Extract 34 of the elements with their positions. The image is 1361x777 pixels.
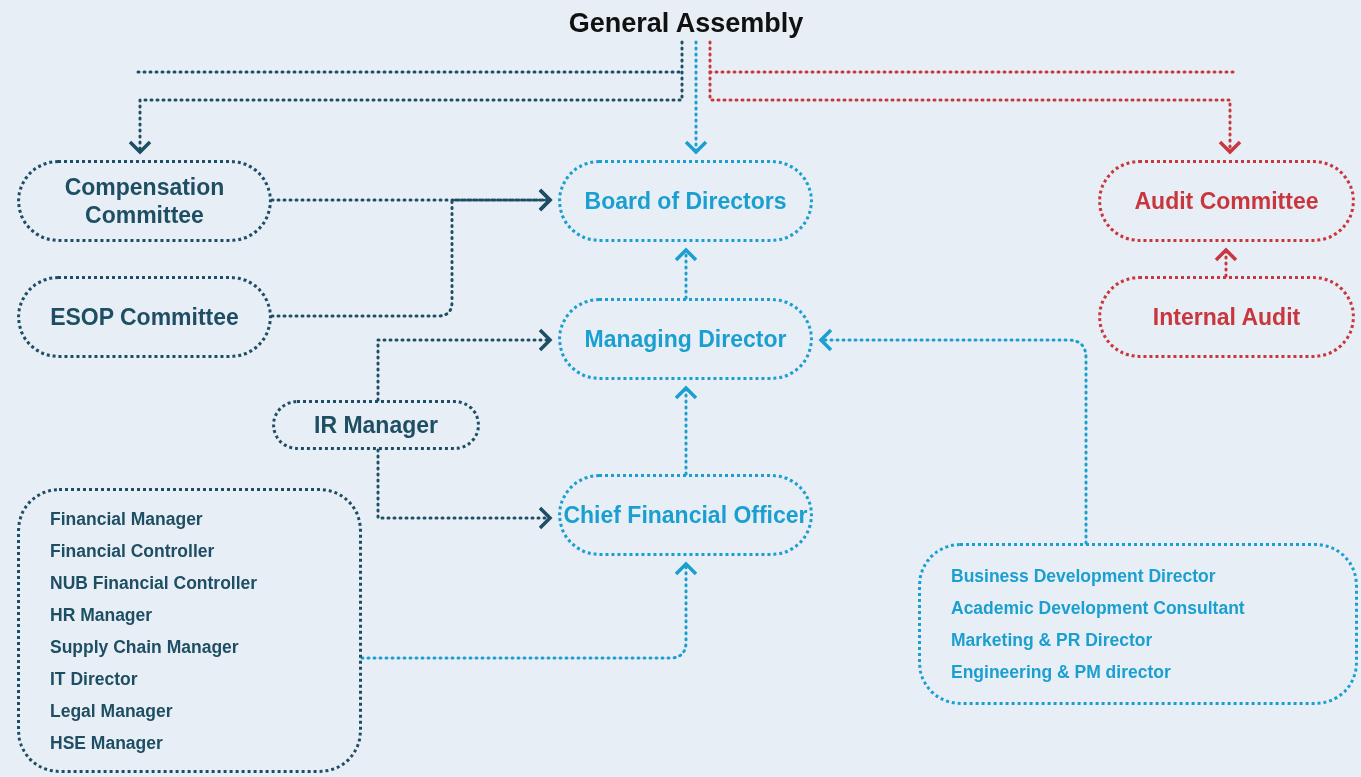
arrow xyxy=(1214,248,1238,278)
arrow xyxy=(674,386,698,476)
arrow xyxy=(360,562,698,660)
role-box: Board of Directors xyxy=(558,160,813,242)
role-box: IR Manager xyxy=(272,400,480,450)
arrow xyxy=(270,188,552,318)
arrow xyxy=(819,328,1088,545)
role-name: NUB Financial Controller xyxy=(50,571,258,595)
role-box: Internal Audit xyxy=(1098,276,1355,358)
role-box: Chief Financial Officer xyxy=(558,474,813,556)
role-name: Academic Development Consultant xyxy=(951,597,1245,620)
role-box: Audit Committee xyxy=(1098,160,1355,242)
role-name: Supply Chain Manager xyxy=(50,635,239,659)
role-box: Managing Director xyxy=(558,298,813,380)
role-name: Financial Controller xyxy=(50,539,215,563)
role-list-box xyxy=(918,543,1358,705)
arrow xyxy=(674,248,698,300)
role-name: Business Development Director xyxy=(951,565,1216,588)
role-box: Compensation Committee xyxy=(17,160,272,242)
role-name: Financial Manager xyxy=(50,507,203,531)
arrow xyxy=(708,40,1242,154)
role-name: HR Manager xyxy=(50,603,153,627)
arrow xyxy=(376,328,552,402)
arrow xyxy=(684,40,708,154)
role-list-box xyxy=(17,488,362,773)
role-box: ESOP Committee xyxy=(17,276,272,358)
role-name: Legal Manager xyxy=(50,699,173,723)
role-name: Engineering & PM director xyxy=(951,661,1171,684)
arrow xyxy=(376,448,552,530)
heading: General Assembly xyxy=(520,4,852,42)
role-name: IT Director xyxy=(50,667,138,691)
role-name: Marketing & PR Director xyxy=(951,629,1153,652)
role-name: HSE Manager xyxy=(50,731,163,755)
arrow xyxy=(128,40,684,154)
